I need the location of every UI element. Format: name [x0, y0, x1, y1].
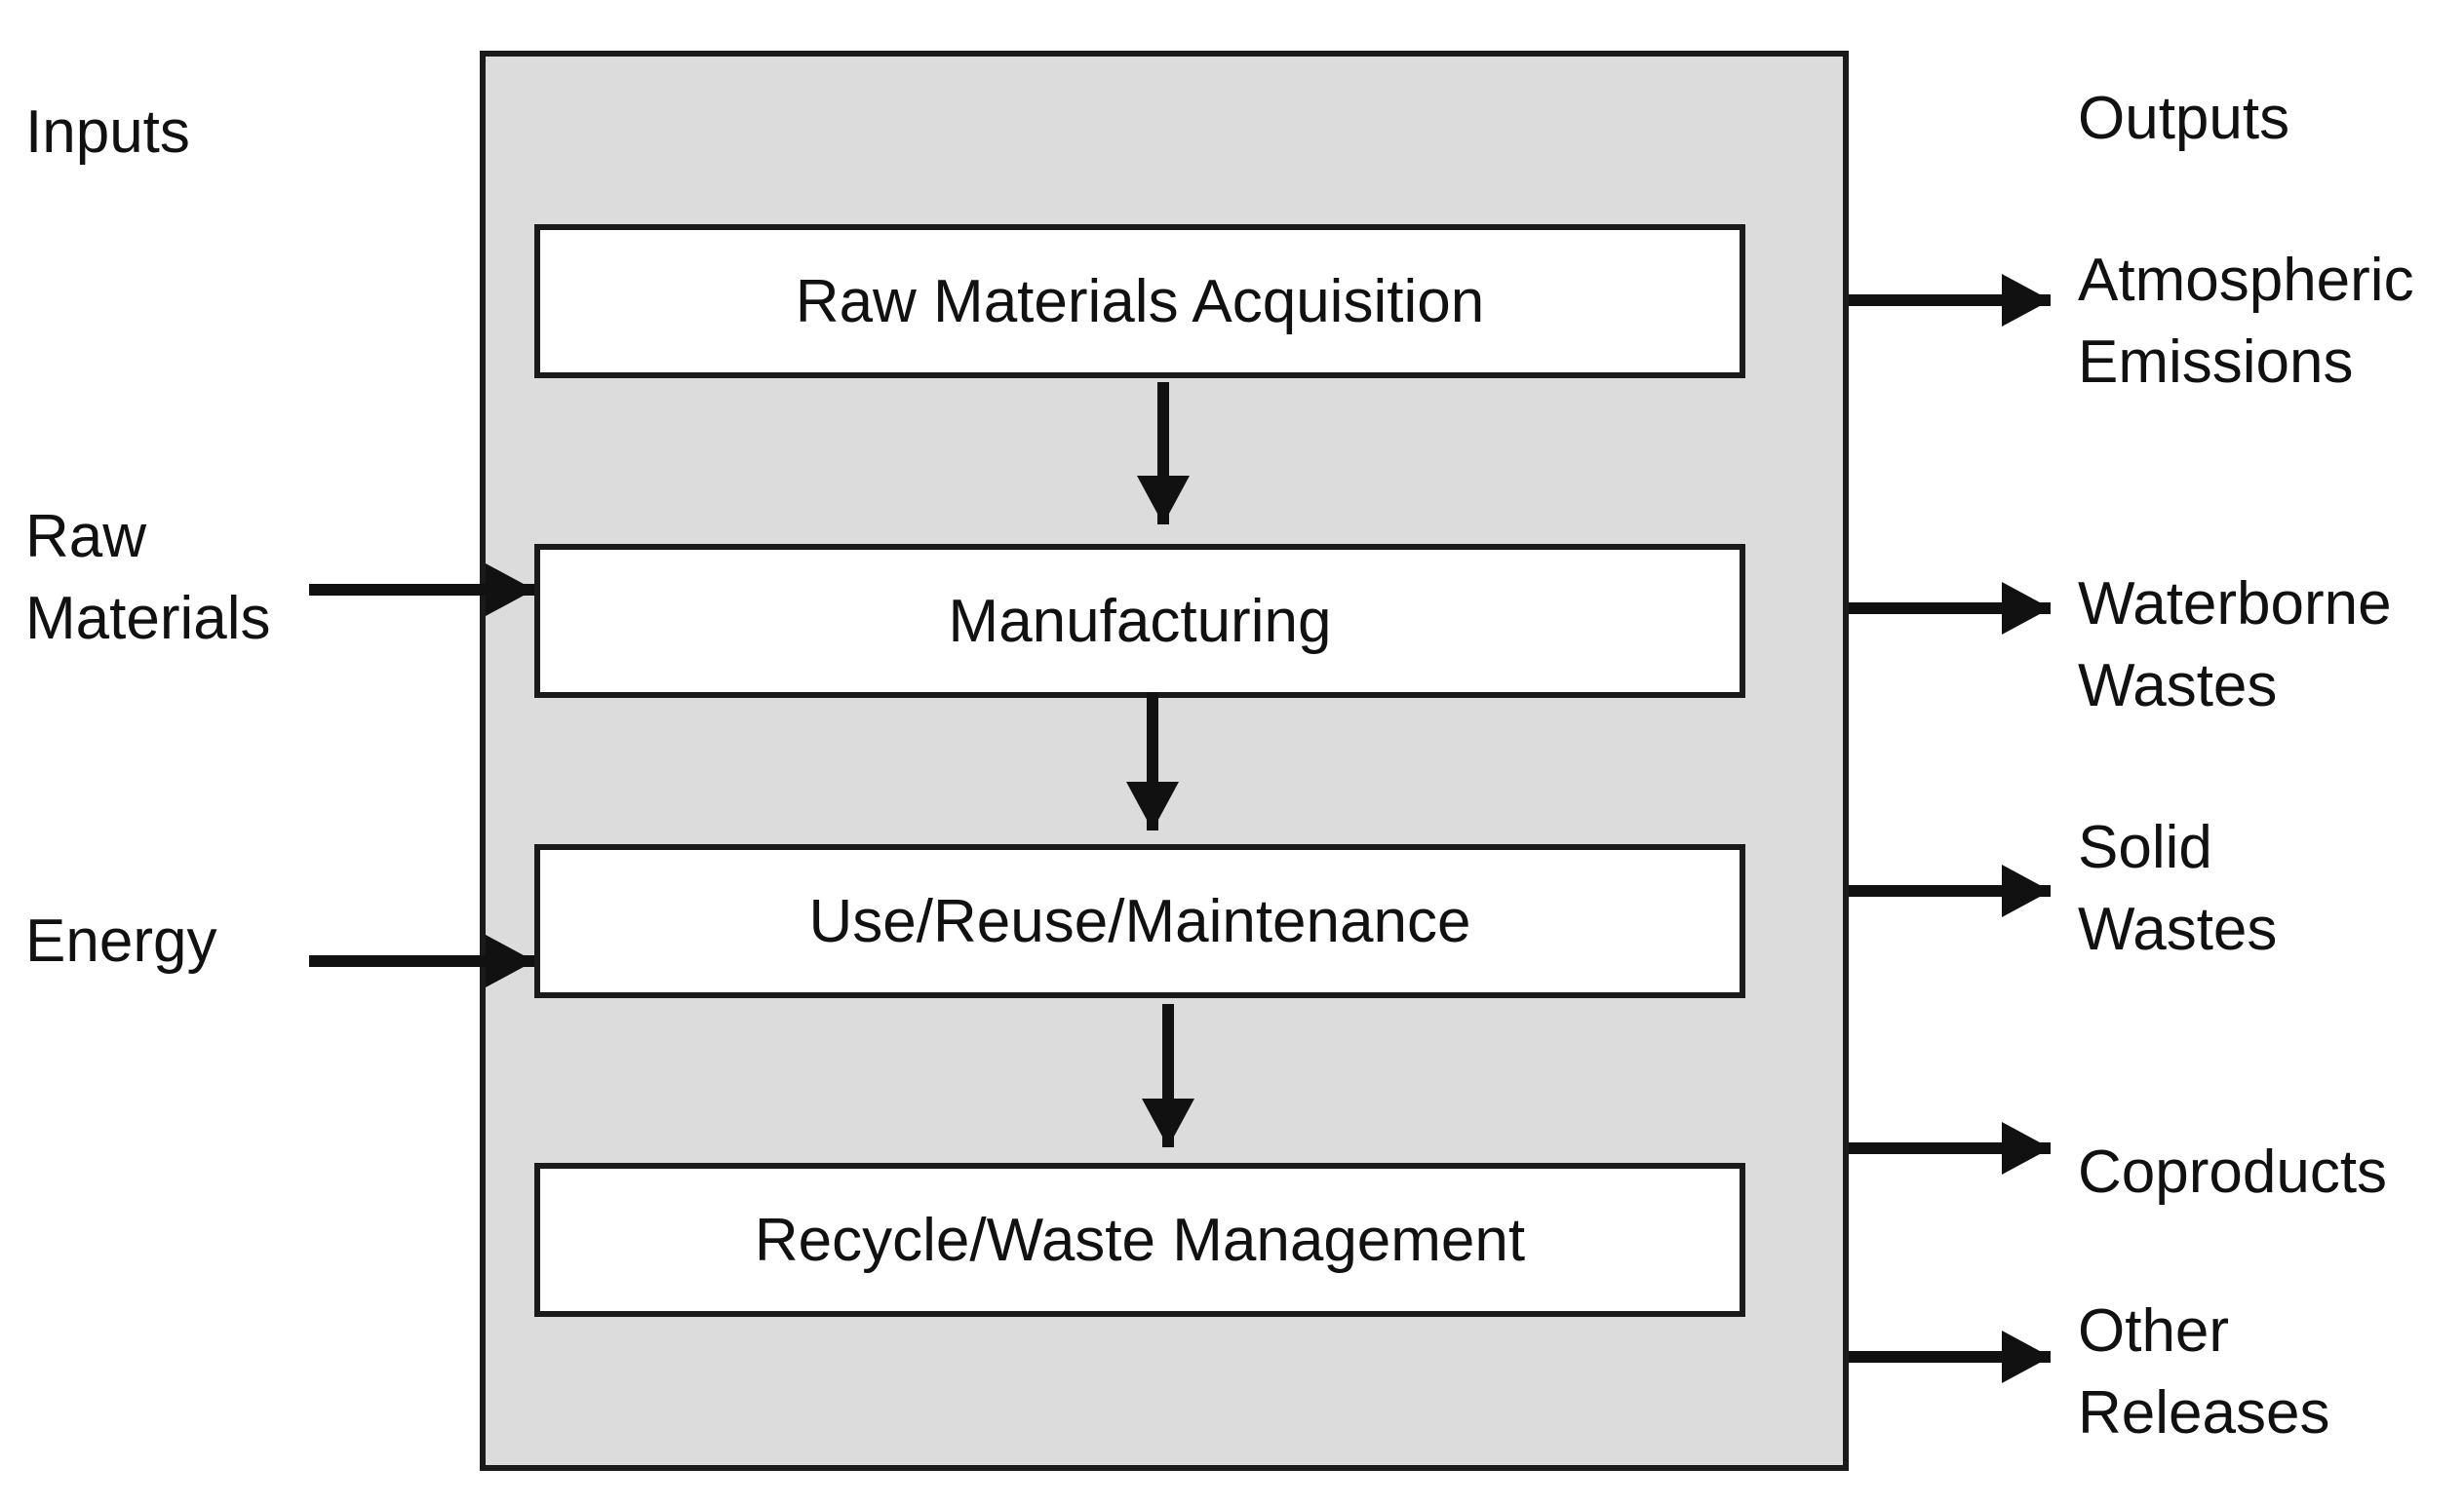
input-raw-materials-line-2: Materials	[25, 585, 271, 652]
stage-raw-materials-acquisition-label: Raw Materials Acquisition	[795, 267, 1485, 335]
outputs-heading-text: Outputs	[2078, 85, 2290, 152]
output-solid-wastes-line-2: Wastes	[2078, 896, 2278, 963]
stage-raw-materials-acquisition: Raw Materials Acquisition	[534, 224, 1745, 378]
output-solid-wastes-line-1: Solid	[2078, 814, 2212, 881]
output-waterborne-wastes-line-1: Waterborne	[2078, 570, 2392, 637]
stage-manufacturing-label: Manufacturing	[948, 587, 1332, 655]
input-energy-label: Energy	[25, 901, 216, 983]
stage-recycle-waste-management-label: Recycle/Waste Management	[754, 1206, 1526, 1274]
output-coproducts-label: Coproducts	[2078, 1132, 2387, 1214]
input-raw-materials-label: Raw Materials	[25, 496, 271, 660]
outputs-heading: Outputs	[2078, 78, 2289, 160]
output-atmospheric-emissions-label: Atmospheric Emissions	[2078, 240, 2414, 404]
output-waterborne-wastes-label: Waterborne Wastes	[2078, 563, 2392, 727]
inputs-heading: Inputs	[25, 92, 190, 174]
stage-use-reuse-maintenance: Use/Reuse/Maintenance	[534, 844, 1745, 998]
output-other-releases-line-2: Releases	[2078, 1379, 2330, 1447]
output-waterborne-wastes-line-2: Wastes	[2078, 652, 2278, 719]
output-other-releases-label: Other Releases	[2078, 1291, 2329, 1454]
stage-manufacturing: Manufacturing	[534, 544, 1745, 698]
input-raw-materials-line-1: Raw	[25, 503, 147, 570]
output-solid-wastes-label: Solid Wastes	[2078, 807, 2277, 971]
inputs-heading-text: Inputs	[25, 98, 190, 166]
output-atmospheric-emissions-line-2: Emissions	[2078, 328, 2354, 396]
output-atmospheric-emissions-line-1: Atmospheric	[2078, 247, 2414, 314]
output-coproducts-line-1: Coproducts	[2078, 1139, 2388, 1206]
stage-use-reuse-maintenance-label: Use/Reuse/Maintenance	[808, 887, 1471, 955]
input-energy-line-1: Energy	[25, 907, 217, 975]
output-other-releases-line-1: Other	[2078, 1297, 2230, 1365]
stage-recycle-waste-management: Recycle/Waste Management	[534, 1163, 1745, 1317]
